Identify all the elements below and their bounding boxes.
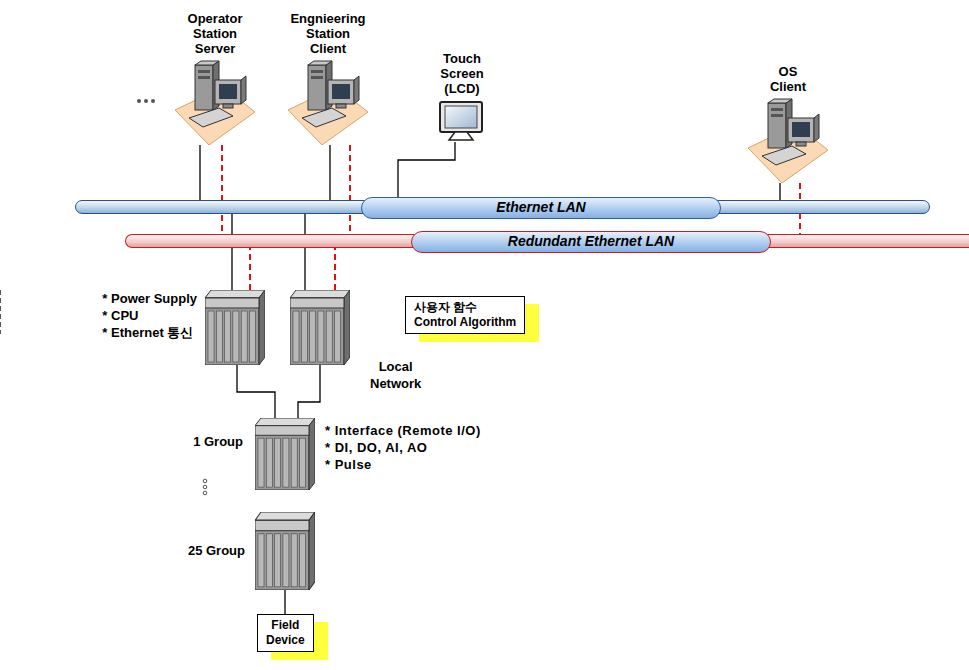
feature-list: * Interface (Remote I/O)* DI, DO, AI, AO…: [325, 422, 481, 473]
workstation: OS Client: [748, 98, 828, 183]
station-label: Operator Station Server: [188, 11, 243, 56]
rack-label: 25 Group: [188, 542, 245, 559]
rack-icon: [255, 418, 315, 490]
controller-rack: Local Network: [290, 290, 350, 365]
dot: [203, 479, 207, 483]
bus-label: Redundant Ethernet LAN: [411, 231, 771, 253]
feature-item: * Interface (Remote I/O): [325, 422, 481, 439]
note-box: 사용자 함수Control Algorithm: [405, 296, 525, 334]
workstation: Engnieering Station Client: [288, 60, 368, 145]
workstation: Operator Station Server: [175, 60, 255, 145]
bus-label: Ethernet LAN: [361, 197, 721, 219]
touch-screen-icon: [438, 100, 486, 142]
dot: [203, 491, 207, 495]
feature-item: * Pulse: [325, 456, 481, 473]
dot: [144, 99, 148, 103]
rack-icon: [290, 290, 350, 365]
controller-rack: 25 Group: [255, 512, 315, 590]
rack-notes: Local Network: [370, 358, 421, 392]
box-text: Field Device: [266, 618, 305, 648]
rack-notes: 25 Group: [188, 542, 245, 559]
controller-rack: * Power Supply* CPU* Ethernet 통신: [205, 290, 265, 365]
station-label: Touch Screen (LCD): [440, 51, 483, 96]
network-link: [0, 290, 1, 334]
feature-item: * DI, DO, AI, AO: [325, 439, 481, 456]
computer-icon: [288, 60, 368, 145]
computer-icon: [748, 98, 828, 183]
network-link: [231, 214, 232, 290]
controller-rack: 1 Group* Interface (Remote I/O)* DI, DO,…: [255, 418, 315, 490]
redundant-link: [349, 145, 351, 234]
redundant-link: [334, 248, 336, 290]
lan-bus: Ethernet LAN: [75, 200, 930, 214]
dot: [203, 485, 207, 489]
network-link: [298, 365, 320, 418]
station-label: OS Client: [770, 64, 806, 94]
rack-label: * Power Supply: [102, 290, 197, 307]
dot: [137, 99, 141, 103]
rack-icon: [255, 512, 315, 590]
computer-icon: [175, 60, 255, 145]
box-text: Control Algorithm: [414, 315, 516, 330]
box-text: 사용자 함수: [414, 300, 516, 315]
network-link: [304, 214, 305, 290]
rack-icon: [205, 290, 265, 365]
touch-screen: Touch Screen (LCD): [438, 100, 486, 142]
network-link: [237, 365, 275, 418]
rack-label: * Ethernet 통신: [102, 324, 197, 341]
network-link: [779, 183, 780, 200]
group-label: 1 Group: [193, 434, 243, 449]
redundant-link: [221, 145, 223, 234]
rack-label: * CPU: [102, 307, 197, 324]
station-label: Engnieering Station Client: [290, 11, 365, 56]
network-link: [199, 145, 200, 200]
rack-label: Local Network: [370, 358, 421, 392]
rack-notes: * Power Supply* CPU* Ethernet 통신: [102, 290, 197, 341]
dot: [151, 99, 155, 103]
network-link: [284, 590, 285, 614]
redundant-lan-bus: Redundant Ethernet LAN: [125, 234, 969, 248]
note-box: Field Device: [257, 614, 314, 652]
network-link: [329, 145, 330, 200]
redundant-link: [249, 248, 251, 290]
network-link: [398, 142, 455, 200]
